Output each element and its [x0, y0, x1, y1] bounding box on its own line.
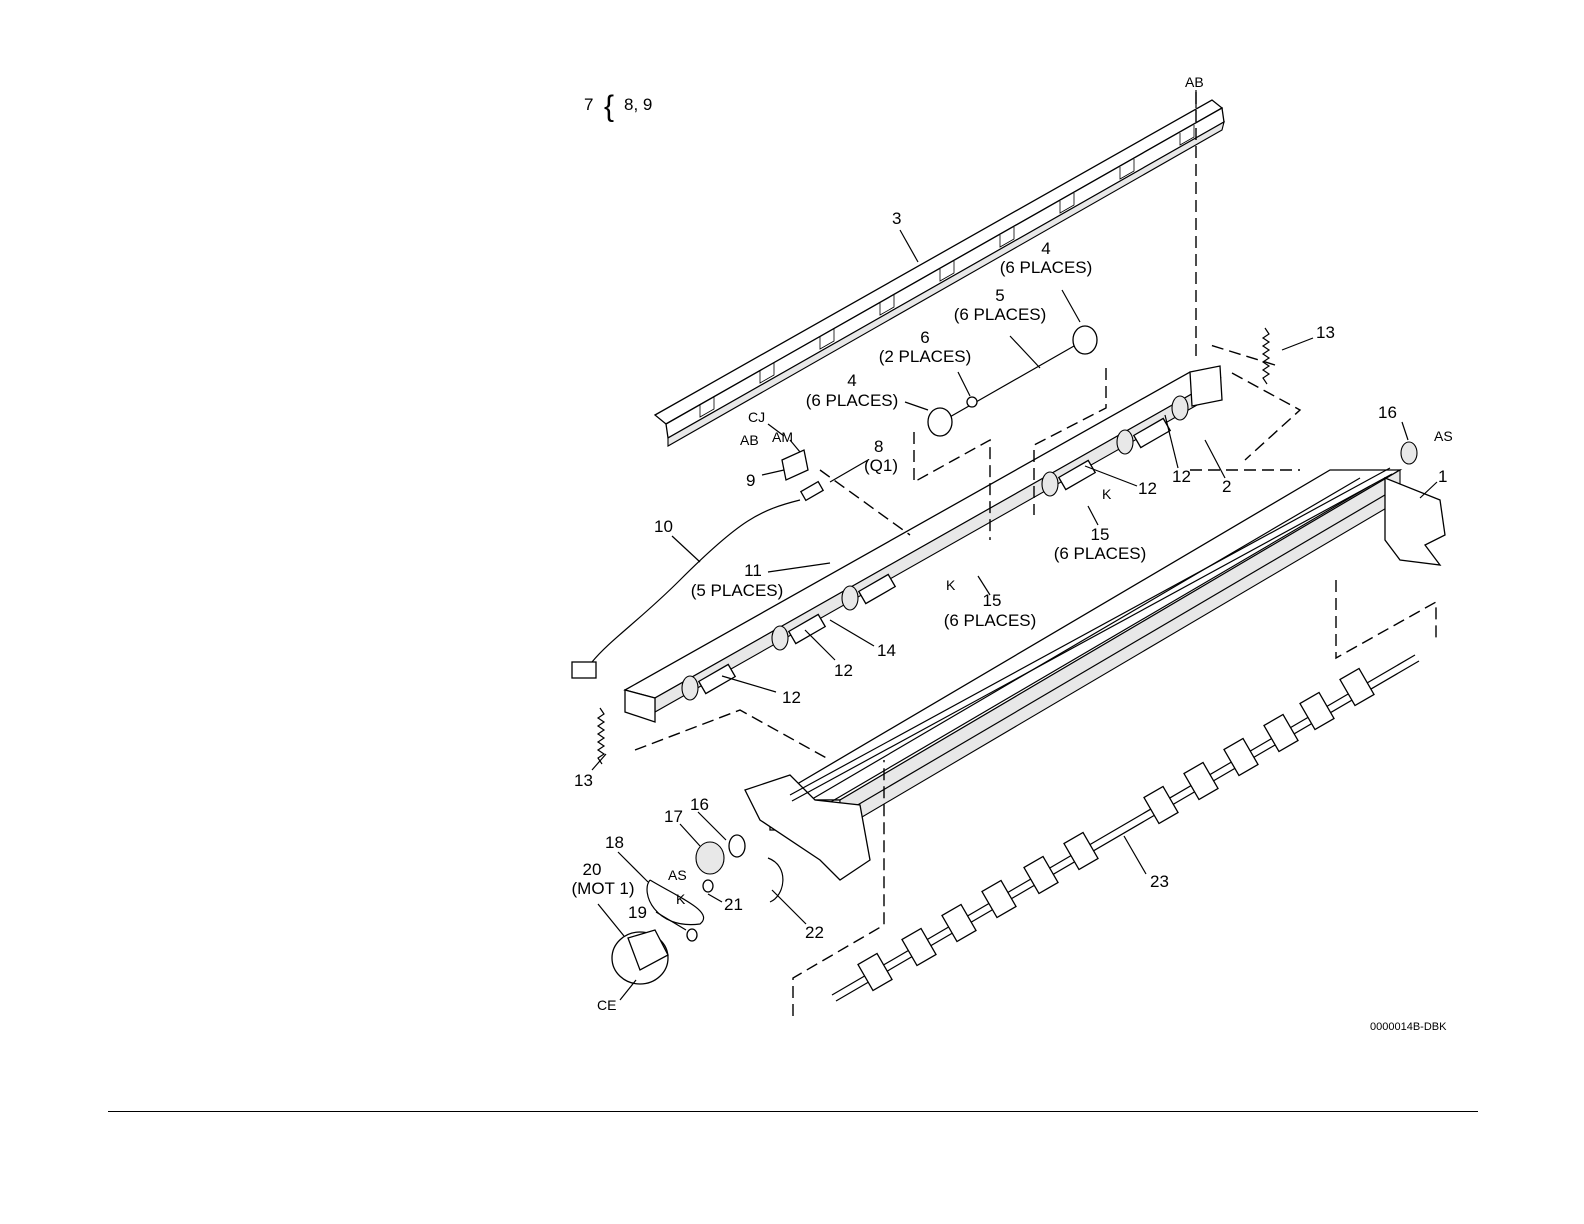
callout-23: 23	[1150, 872, 1169, 891]
group-note-items: 8, 9	[624, 95, 652, 114]
callout-9: 9	[746, 471, 755, 490]
callout-19: 19	[628, 903, 647, 922]
callout-5-qty: (6 PLACES)	[954, 305, 1047, 324]
part-4-5-6-rollers	[928, 326, 1097, 436]
callout-13a: 13	[1316, 323, 1335, 342]
callout-16b: 16	[690, 795, 709, 814]
callout-18: 18	[605, 833, 624, 852]
callout-k1: K	[1102, 486, 1112, 502]
callout-1: 1	[1438, 467, 1447, 486]
part-3-upper-guide	[655, 100, 1224, 446]
callout-10: 10	[654, 517, 673, 536]
callout-21: 21	[724, 895, 743, 914]
callout-12d: 12	[782, 688, 801, 707]
callout-8-sub: (Q1)	[864, 456, 898, 475]
callout-14: 14	[877, 641, 896, 660]
part-9-bracket	[782, 450, 808, 480]
footer-rule	[108, 1111, 1478, 1112]
callout-4b-qty: (6 PLACES)	[806, 391, 899, 410]
callout-4a-qty: (6 PLACES)	[1000, 258, 1093, 277]
callout-11: 11	[744, 561, 762, 580]
callout-17: 17	[664, 807, 683, 826]
callout-15a: 15	[1091, 525, 1110, 544]
callout-12b: 12	[1138, 479, 1157, 498]
callout-12c: 12	[834, 661, 853, 680]
callout-ce: CE	[597, 997, 616, 1013]
part-16-gear-right	[1401, 442, 1417, 464]
callout-20-sub: (MOT 1)	[572, 879, 635, 898]
callout-as-a: AS	[1434, 428, 1453, 444]
callout-11-qty: (5 PLACES)	[691, 581, 784, 600]
group-note-key: 7	[584, 95, 593, 114]
callout-16a: 16	[1378, 403, 1397, 422]
callout-k3: K	[676, 891, 686, 907]
callout-15a-qty: (6 PLACES)	[1054, 544, 1147, 563]
callout-22: 22	[805, 923, 824, 942]
callout-4b: 4	[847, 371, 856, 390]
figure-id: 0000014B-DBK	[1370, 1021, 1447, 1033]
group-note-brace: {	[604, 90, 614, 123]
callout-2: 2	[1222, 477, 1231, 496]
callout-6: 6	[920, 328, 929, 347]
callout-5: 5	[995, 286, 1004, 305]
callout-12a: 12	[1172, 467, 1191, 486]
callout-am: AM	[772, 429, 793, 445]
callout-15b-qty: (6 PLACES)	[944, 611, 1037, 630]
callout-6-qty: (2 PLACES)	[879, 347, 972, 366]
part-23-roller-shaft	[832, 655, 1419, 1001]
callout-k2: K	[946, 577, 956, 593]
callout-8: 8	[874, 437, 883, 456]
callout-3: 3	[892, 209, 901, 228]
callout-4a: 4	[1041, 239, 1050, 258]
callout-20: 20	[583, 860, 602, 879]
callout-13b: 13	[574, 771, 593, 790]
callout-15b: 15	[983, 591, 1002, 610]
callout-cj: CJ	[748, 409, 765, 425]
callout-as-b: AS	[668, 867, 687, 883]
callout-ab-bracket: AB	[740, 432, 759, 448]
callout-ab-top: AB	[1185, 74, 1204, 90]
